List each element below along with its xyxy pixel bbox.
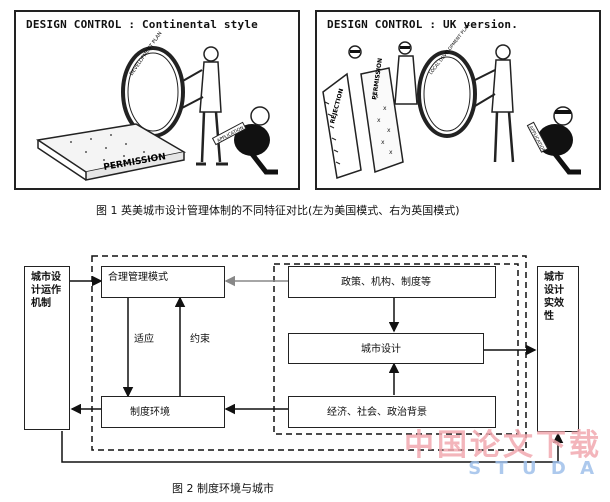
cartoon-continental-drawing: DEVELOPMENT PLAN PERMISSION APPLICATION [35, 31, 278, 181]
cartoon-uk: DESIGN CONTROL : UK version. REJECTION x… [315, 10, 601, 190]
arrow-bottom-loop [61, 431, 564, 463]
inner-dashed-boundary [273, 263, 519, 435]
figure-1-caption: 图 1 英美城市设计管理体制的不同特征对比(左为美国模式、右为英国模式) [96, 204, 460, 217]
cartoon-uk-drawing: REJECTION xxx xxx PERMISSION LOCAL DEVEL… [322, 23, 581, 179]
box-effectiveness-text: 城市设计实效性 [544, 272, 564, 322]
cartoon-left-title: DESIGN CONTROL : Continental style [26, 18, 258, 31]
svg-text:x: x [375, 93, 379, 100]
box-urban-design: 城市设计 [288, 333, 484, 364]
svg-text:x: x [377, 117, 381, 124]
box-policy-text: 政策、机构、制度等 [341, 277, 431, 288]
box-urban-design-text: 城市设计 [361, 344, 401, 355]
box-mechanism: 城市设计运作机制 [24, 266, 70, 430]
svg-text:x: x [389, 149, 393, 156]
label-constrain: 约束 [190, 334, 210, 345]
watermark-url: S T U D A [468, 458, 598, 479]
box-effectiveness: 城市设计实效性 [537, 266, 579, 432]
label-adapt: 适应 [134, 334, 154, 345]
cartoon-continental: DESIGN CONTROL : Continental style DEVEL… [14, 10, 300, 190]
box-institutional-env-text: 制度环境 [130, 407, 170, 418]
box-institutional-env: 制度环境 [101, 396, 225, 428]
box-background: 经济、社会、政治背景 [288, 396, 496, 428]
box-background-text: 经济、社会、政治背景 [327, 407, 427, 418]
box-management-mode: 合理管理模式 [101, 266, 225, 298]
svg-text:x: x [381, 139, 385, 146]
watermark-text: 中国论文下载 [404, 428, 602, 463]
box-policy: 政策、机构、制度等 [288, 266, 496, 298]
cartoon-right-title: DESIGN CONTROL : UK version. [327, 18, 519, 31]
svg-text:x: x [387, 127, 391, 134]
svg-text:x: x [383, 105, 387, 112]
box-management-mode-text: 合理管理模式 [108, 272, 168, 283]
box-mechanism-text: 城市设计运作机制 [31, 272, 61, 309]
figure-2-caption: 图 2 制度环境与城市 [172, 482, 274, 495]
